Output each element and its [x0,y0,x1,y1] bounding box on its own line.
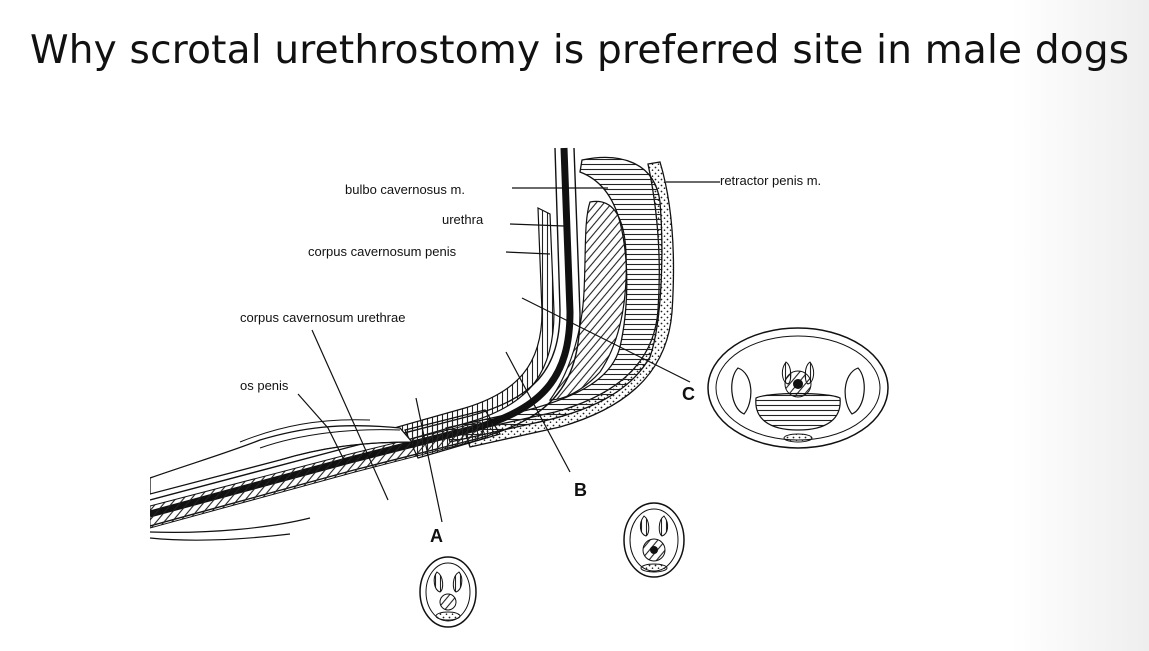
cross-section-a [419,556,477,628]
cross-section-b [623,502,685,578]
section-letter-a: A [430,526,443,546]
penile-bulb [548,200,627,401]
section-letter-c: C [682,384,695,404]
label-retractor-penis: retractor penis m. [720,173,821,188]
slide-title: Why scrotal urethrostomy is preferred si… [30,28,1130,73]
anatomy-illustration: bulbo cavernosus m. urethra corpus caver… [150,147,889,628]
label-os-penis: os penis [240,378,289,393]
penis-anatomy-diagram: bulbo cavernosus m. urethra corpus caver… [150,142,900,637]
label-urethra: urethra [442,212,484,227]
label-corpus-cavernosum-urethrae: corpus cavernosum urethrae [240,310,405,325]
glans-region [404,409,501,459]
label-bulbo-cavernosus: bulbo cavernosus m. [345,182,465,197]
section-letter-b: B [574,480,587,500]
cross-section-c [707,327,889,449]
label-corpus-cavernosum-penis: corpus cavernosum penis [308,244,457,259]
